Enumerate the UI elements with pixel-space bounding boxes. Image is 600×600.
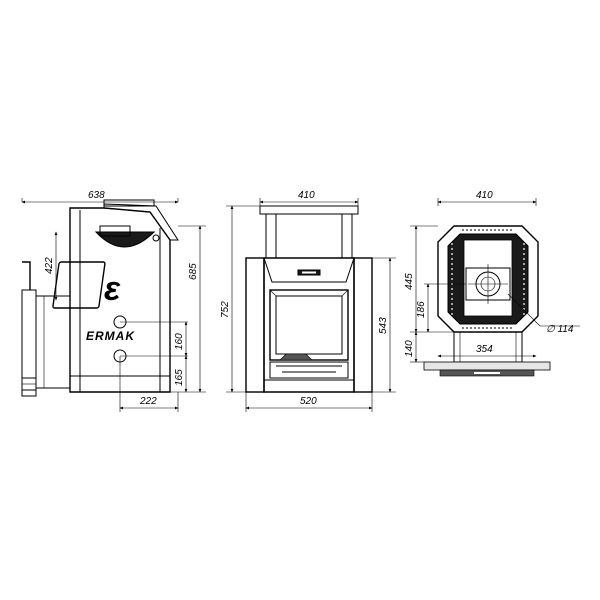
front-dim-543: 543	[378, 317, 389, 334]
front-view: 410 752 543	[220, 190, 396, 412]
top-dim-186: 186	[416, 301, 427, 318]
side-dim-160: 160	[174, 333, 185, 350]
side-dim-422: 422	[44, 257, 55, 274]
side-dim-165: 165	[174, 369, 185, 386]
front-dim-520: 520	[300, 396, 317, 407]
top-dim-354: 354	[476, 344, 493, 355]
front-dim-752: 752	[220, 301, 231, 318]
side-dim-685: 685	[188, 263, 199, 280]
pipe-diameter: ∅ 114	[546, 324, 574, 335]
top-dim-445: 445	[404, 273, 415, 290]
side-dim-222: 222	[139, 396, 157, 407]
top-dim-140: 140	[404, 340, 415, 357]
logo-glyph: ε	[104, 270, 121, 308]
top-view: 410 445 186 140	[404, 190, 580, 377]
side-width-dim: 638	[88, 190, 105, 201]
top-top-dim: 410	[476, 190, 493, 201]
side-view: 638 ε ERMAK 422	[21, 190, 206, 412]
brand-text: ERMAK	[86, 329, 135, 343]
front-top-dim: 410	[298, 190, 315, 201]
